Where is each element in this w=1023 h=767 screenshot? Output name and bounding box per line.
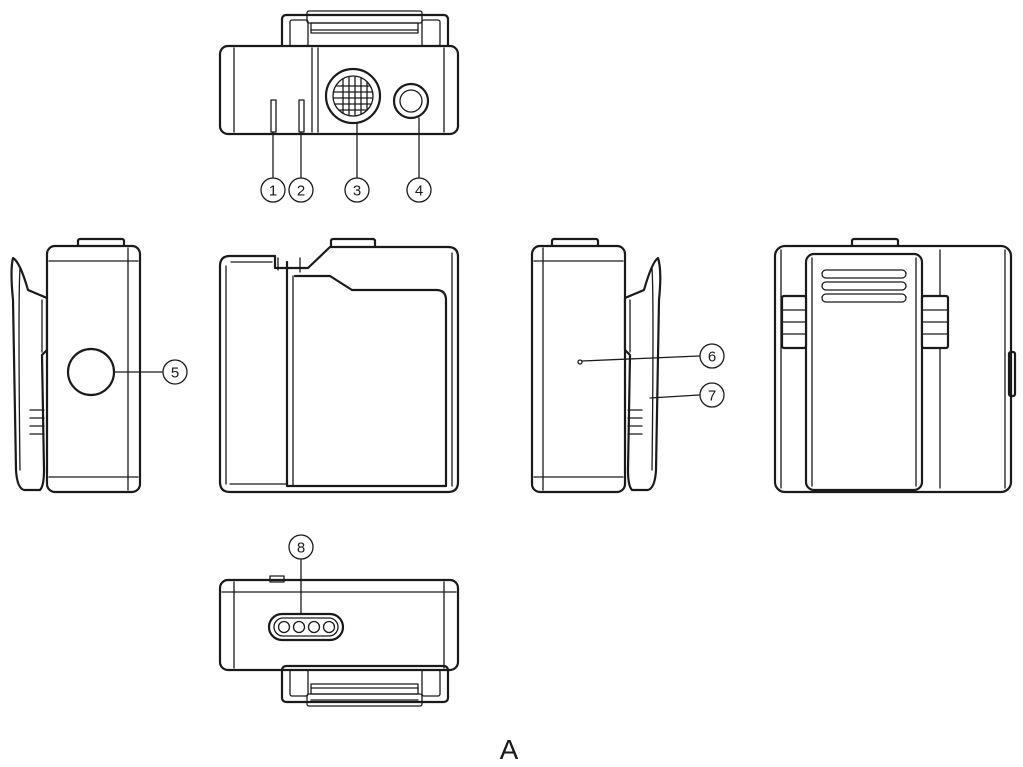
back-hinge-left bbox=[780, 294, 808, 350]
bottom-view-body bbox=[218, 578, 460, 672]
microphone-grille bbox=[324, 67, 382, 125]
audio-jack bbox=[392, 82, 430, 120]
callout-8: 8 bbox=[288, 534, 314, 560]
left-side-clip bbox=[10, 256, 49, 492]
callout-8-label: 8 bbox=[297, 540, 305, 557]
front-view bbox=[218, 237, 460, 494]
right-side-view: 6 7 bbox=[530, 237, 725, 494]
bottom-view: 8 bbox=[218, 534, 460, 707]
callout-1: 1 bbox=[260, 177, 286, 203]
front-view-body bbox=[218, 245, 460, 494]
left-side-body bbox=[45, 244, 142, 494]
charging-contacts bbox=[267, 612, 345, 642]
figure-label: A bbox=[500, 734, 519, 765]
right-side-clip bbox=[623, 256, 662, 492]
callout-3: 3 bbox=[344, 177, 370, 203]
callout-4-label: 4 bbox=[415, 183, 423, 200]
right-side-body bbox=[530, 244, 627, 494]
callout-6: 6 bbox=[699, 343, 725, 369]
reset-pinhole bbox=[577, 359, 583, 365]
callout-2-label: 2 bbox=[297, 183, 305, 200]
back-view bbox=[773, 237, 1017, 494]
bottom-view-clip bbox=[280, 664, 450, 707]
top-view: 1 2 3 4 bbox=[218, 10, 460, 203]
left-side-view: 5 bbox=[10, 237, 188, 494]
callout-6-label: 6 bbox=[708, 349, 716, 366]
front-view-panel bbox=[285, 260, 448, 488]
top-view-body bbox=[218, 44, 460, 136]
callout-1-label: 1 bbox=[269, 183, 277, 200]
callout-4: 4 bbox=[406, 177, 432, 203]
callout-5-label: 5 bbox=[171, 365, 179, 382]
back-hinge-right bbox=[920, 294, 950, 350]
callout-2: 2 bbox=[288, 177, 314, 203]
callout-7-label: 7 bbox=[708, 388, 716, 405]
callout-3-label: 3 bbox=[353, 183, 361, 200]
callout-5: 5 bbox=[162, 359, 188, 385]
back-clip-plate bbox=[804, 252, 924, 492]
callout-7: 7 bbox=[699, 382, 725, 408]
